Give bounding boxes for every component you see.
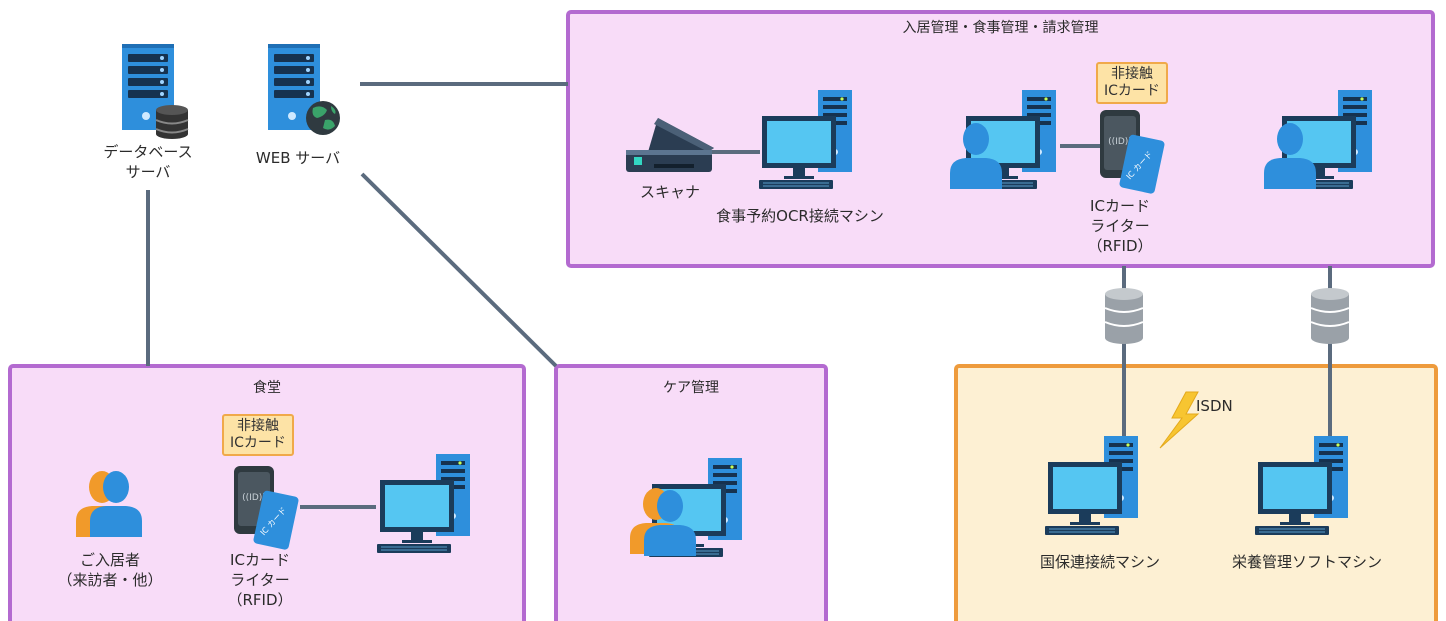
db-server-label-line1: データベース (103, 143, 193, 161)
dining-badge-line1: 非接触 (236, 418, 279, 434)
isdn-label: ISDN (1196, 397, 1233, 415)
web-server-label: WEB サーバ (255, 149, 341, 167)
group-dining-title: 食堂 (253, 380, 281, 396)
dining-writer-line3: （RFID） (227, 591, 293, 609)
resident-label-line1: ご入居者 (79, 551, 140, 569)
isdn-lightning-icon (1159, 391, 1200, 449)
db-server-label: データベース サーバ (88, 142, 208, 182)
admin-writer-line1: ICカード (1090, 197, 1150, 215)
dining-ic-card-writer-icon: ((ID)) IC カード (234, 466, 299, 550)
resident-label: ご入居者 （来訪者・他） (50, 550, 170, 590)
svg-text:((ID)): ((ID)) (1108, 137, 1132, 147)
dining-writer-label: ICカード ライター （RFID） (210, 550, 310, 610)
admin-writer-line3: （RFID） (1087, 237, 1153, 255)
resident-label-line2: （来訪者・他） (57, 571, 163, 589)
group-admin-title: 入居管理・食事管理・請求管理 (902, 20, 1099, 36)
database-server-icon (122, 44, 189, 139)
group-external-box (954, 364, 1438, 621)
scanner-label: スキャナ (639, 183, 700, 201)
dining-writer-line2: ライター (230, 571, 290, 589)
admin-ic-card-writer-icon: ((ID)) IC カード (1100, 110, 1165, 194)
dining-writer-line1: ICカード (230, 551, 290, 569)
admin-writer-line2: ライター (1090, 217, 1150, 235)
line-web-to-care (360, 172, 558, 368)
group-care-title: ケア管理 (663, 380, 719, 396)
db-stack-1-icon (1104, 287, 1144, 345)
dining-badge-line2: ICカード (230, 435, 286, 451)
dining-contactless-card-badge: 非接触 ICカード (222, 414, 294, 456)
db-stack-2-icon (1310, 287, 1350, 345)
svg-text:((ID)): ((ID)) (242, 493, 266, 503)
ocr-machine-label: 食事予約OCR接続マシン (716, 207, 884, 225)
web-server-icon (268, 44, 340, 135)
scanner-icon (626, 118, 714, 172)
admin-badge-line1: 非接触 (1110, 66, 1153, 82)
admin-contactless-card-badge: 非接触 ICカード (1096, 62, 1168, 104)
db-server-label-line2: サーバ (125, 163, 171, 181)
admin-writer-label: ICカード ライター （RFID） (1070, 196, 1170, 256)
kokuho-machine-label: 国保連接続マシン (1039, 553, 1160, 571)
eiyou-machine-label: 栄養管理ソフトマシン (1231, 553, 1382, 571)
admin-badge-line2: ICカード (1104, 83, 1160, 99)
